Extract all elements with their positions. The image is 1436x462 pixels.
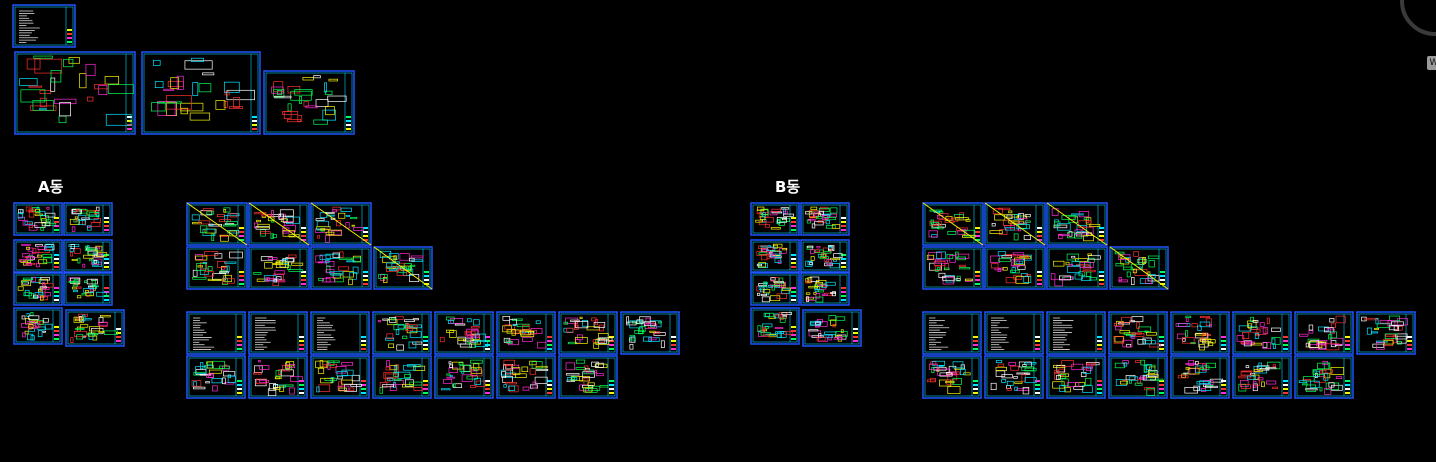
drawing-sheet[interactable]	[63, 202, 113, 236]
drawing-sheet[interactable]	[922, 311, 982, 355]
drawing-sheet[interactable]	[310, 246, 372, 290]
drawing-sheet[interactable]	[12, 4, 76, 48]
drawing-sheet[interactable]	[63, 239, 113, 273]
drawing-sheet[interactable]	[1294, 311, 1354, 355]
block-b-label: B동	[775, 178, 801, 196]
drawing-sheet[interactable]	[63, 272, 113, 306]
drawing-sheet[interactable]	[750, 307, 800, 345]
drawing-sheet[interactable]	[372, 355, 432, 399]
drawing-sheet[interactable]	[1046, 202, 1108, 246]
drawing-sheet[interactable]	[310, 202, 372, 246]
drawing-sheet[interactable]	[1046, 355, 1106, 399]
drawing-sheet[interactable]	[248, 311, 308, 355]
drawing-sheet[interactable]	[1232, 311, 1292, 355]
drawing-sheet[interactable]	[13, 202, 63, 236]
drawing-sheet[interactable]	[1108, 355, 1168, 399]
drawing-sheet[interactable]	[13, 272, 63, 306]
drawing-sheet[interactable]	[984, 202, 1046, 246]
drawing-sheet[interactable]	[1046, 246, 1108, 290]
drawing-sheet[interactable]	[434, 355, 494, 399]
drawing-sheet[interactable]	[248, 246, 310, 290]
drawing-sheet[interactable]	[1356, 311, 1416, 355]
drawing-sheet[interactable]	[13, 307, 63, 345]
drawing-sheet[interactable]	[186, 355, 246, 399]
drawing-sheet[interactable]	[496, 355, 556, 399]
drawing-sheet[interactable]	[1294, 355, 1354, 399]
drawing-sheet[interactable]	[1109, 246, 1169, 290]
drawing-sheet[interactable]	[141, 51, 261, 135]
drawing-sheet[interactable]	[558, 355, 618, 399]
drawing-sheet[interactable]	[800, 202, 850, 236]
drawing-sheet[interactable]	[984, 355, 1044, 399]
drawing-sheet[interactable]	[620, 311, 680, 355]
drawing-sheet[interactable]	[750, 239, 800, 273]
drawing-sheet[interactable]	[1170, 355, 1230, 399]
drawing-sheet[interactable]	[186, 246, 248, 290]
drawing-sheet[interactable]	[1108, 311, 1168, 355]
drawing-sheet[interactable]	[558, 311, 618, 355]
drawing-sheet[interactable]	[750, 272, 800, 306]
viewcube-icon[interactable]: W	[1427, 56, 1436, 70]
drawing-sheet[interactable]	[248, 355, 308, 399]
drawing-sheet[interactable]	[802, 309, 862, 347]
drawing-sheet[interactable]	[186, 202, 248, 246]
drawing-sheet[interactable]	[65, 309, 125, 347]
drawing-sheet[interactable]	[922, 246, 984, 290]
drawing-sheet[interactable]	[372, 311, 432, 355]
drawing-sheet[interactable]	[248, 202, 310, 246]
drawing-sheet[interactable]	[984, 311, 1044, 355]
drawing-sheet[interactable]	[1232, 355, 1292, 399]
drawing-sheet[interactable]	[13, 239, 63, 273]
drawing-sheet[interactable]	[496, 311, 556, 355]
block-a-label: A동	[38, 178, 64, 196]
drawing-sheet[interactable]	[800, 239, 850, 273]
drawing-sheet[interactable]	[922, 202, 984, 246]
drawing-sheet[interactable]	[750, 202, 800, 236]
drawing-sheet[interactable]	[14, 51, 136, 135]
drawing-sheet[interactable]	[984, 246, 1046, 290]
drawing-sheet[interactable]	[263, 70, 355, 135]
drawing-sheet[interactable]	[922, 355, 982, 399]
drawing-sheet[interactable]	[310, 311, 370, 355]
drawing-sheet[interactable]	[373, 246, 433, 290]
drawing-sheet[interactable]	[800, 272, 850, 306]
drawing-sheet[interactable]	[1046, 311, 1106, 355]
drawing-sheet[interactable]	[434, 311, 494, 355]
drawing-sheet[interactable]	[310, 355, 370, 399]
drawing-sheet[interactable]	[1170, 311, 1230, 355]
drawing-sheet[interactable]	[186, 311, 246, 355]
